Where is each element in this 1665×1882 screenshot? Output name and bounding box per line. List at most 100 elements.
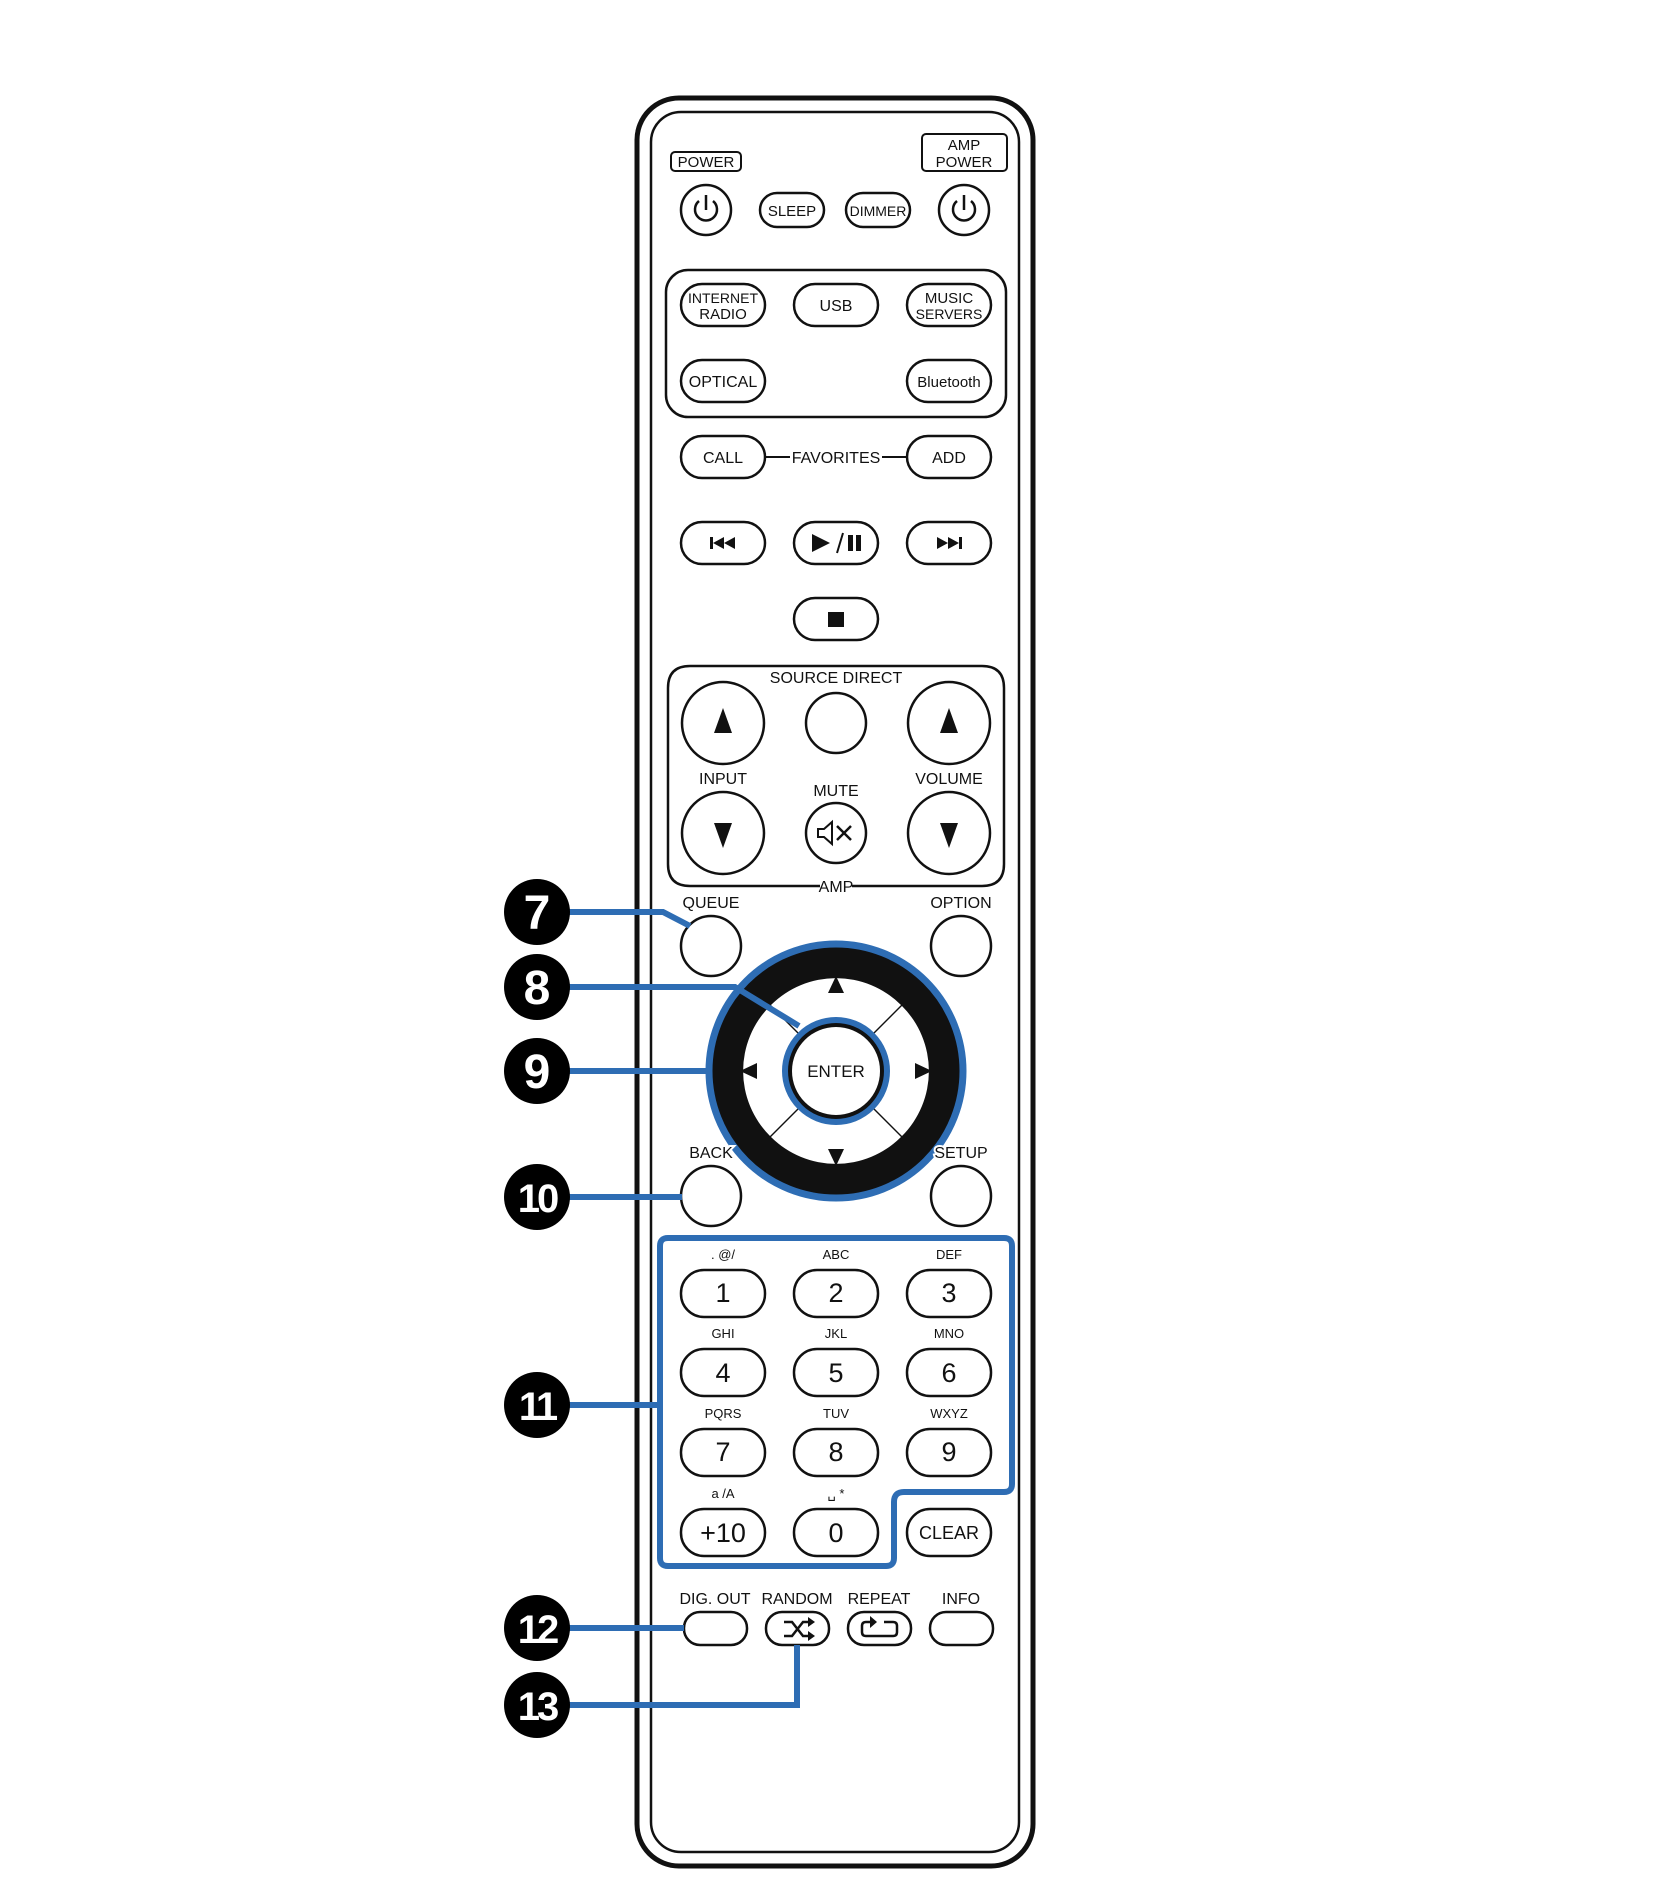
favorites-call-button[interactable]: CALL [679, 434, 767, 480]
random-button[interactable] [764, 1610, 831, 1647]
callout-9: 9 [504, 1038, 570, 1104]
stop-icon [828, 612, 844, 627]
svg-text:AMP: AMP [948, 137, 981, 154]
source-direct-label: SOURCE DIRECT [770, 670, 903, 687]
arrow-down-icon [714, 823, 732, 848]
input-down-button[interactable] [680, 790, 766, 876]
svg-text:8: 8 [828, 1437, 843, 1467]
keypad-key[interactable]: TUV 8 [792, 1406, 880, 1478]
info-button[interactable] [928, 1610, 995, 1647]
keypad-key[interactable]: a /A +10 [679, 1486, 767, 1558]
svg-text:Bluetooth: Bluetooth [917, 374, 980, 391]
svg-text:ABC: ABC [823, 1247, 850, 1262]
queue-button[interactable] [679, 914, 743, 978]
arrow-up-icon [828, 976, 844, 993]
volume-down-button[interactable] [906, 790, 992, 876]
sleep-button[interactable]: SLEEP [758, 191, 826, 229]
favorites-label: FAVORITES [792, 450, 881, 467]
svg-text:␣ *: ␣ * [828, 1486, 845, 1501]
favorites-add-button[interactable]: ADD [905, 434, 993, 480]
volume-up-button[interactable] [906, 680, 992, 766]
svg-text:SLEEP: SLEEP [768, 203, 816, 220]
keypad-key[interactable]: . @/ 1 [679, 1247, 767, 1319]
shuffle-icon [784, 1617, 815, 1641]
dig-out-button[interactable] [682, 1610, 749, 1647]
svg-text:OPTICAL: OPTICAL [689, 374, 758, 391]
usb-button[interactable]: USB [792, 282, 880, 328]
svg-text:6: 6 [941, 1358, 956, 1388]
svg-text:POWER: POWER [678, 154, 735, 171]
play-pause-icon [812, 532, 861, 554]
setup-button[interactable] [929, 1164, 993, 1228]
input-up-button[interactable] [680, 680, 766, 766]
queue-label: QUEUE [683, 895, 740, 912]
svg-text:+10: +10 [700, 1518, 746, 1548]
repeat-button[interactable] [846, 1610, 913, 1647]
previous-button[interactable] [679, 520, 767, 566]
internet-radio-button[interactable]: INTERNET RADIO [679, 282, 767, 328]
svg-text:13: 13 [518, 1685, 558, 1729]
svg-text:8: 8 [524, 962, 551, 1015]
svg-text:7: 7 [715, 1437, 730, 1467]
svg-text:9: 9 [941, 1437, 956, 1467]
svg-text:12: 12 [518, 1608, 558, 1652]
keypad-highlight [657, 1235, 1015, 1569]
svg-text:DIMMER: DIMMER [850, 203, 907, 219]
mute-icon [817, 819, 852, 847]
source-direct-button[interactable] [804, 691, 868, 755]
skip-previous-icon [710, 537, 735, 549]
cursor-up-button[interactable] [771, 976, 901, 1036]
mute-button[interactable] [804, 801, 868, 865]
callout-13: 13 [504, 1672, 570, 1738]
keypad-key[interactable]: WXYZ 9 [905, 1406, 993, 1478]
keypad-key[interactable]: ␣ * 0 [792, 1486, 880, 1558]
dimmer-button[interactable]: DIMMER [844, 191, 912, 229]
dig-out-label: DIG. OUT [679, 1591, 750, 1608]
option-label: OPTION [930, 895, 991, 912]
svg-text:a /A: a /A [711, 1486, 734, 1501]
svg-text:0: 0 [828, 1518, 843, 1548]
next-button[interactable] [905, 520, 993, 566]
amp-power-label: AMP POWER [921, 133, 1008, 172]
keypad-key[interactable]: JKL 5 [792, 1326, 880, 1398]
enter-button[interactable]: ENTER [792, 1027, 880, 1115]
play-pause-button[interactable] [792, 520, 880, 566]
optical-button[interactable]: OPTICAL [679, 358, 767, 404]
callout-leaders [565, 909, 801, 1708]
power-button[interactable] [679, 183, 733, 237]
cursor-down-button[interactable] [771, 1106, 901, 1166]
amp-power-button[interactable] [937, 183, 991, 237]
mute-label: MUTE [813, 783, 858, 800]
arrow-up-icon [714, 708, 732, 733]
music-servers-button[interactable]: MUSIC SERVERS [905, 282, 993, 328]
svg-text:4: 4 [715, 1358, 730, 1388]
cursor-right-button[interactable] [871, 1006, 932, 1136]
input-label: INPUT [699, 771, 747, 788]
callout-8: 8 [504, 954, 570, 1020]
svg-text:MUSIC: MUSIC [925, 290, 974, 307]
stop-button[interactable] [792, 596, 880, 642]
option-button[interactable] [929, 914, 993, 978]
back-label: BACK [689, 1145, 733, 1162]
bluetooth-button[interactable]: Bluetooth [905, 358, 993, 404]
power-label: POWER [670, 151, 742, 172]
keypad-key[interactable]: ABC 2 [792, 1247, 880, 1319]
arrow-right-icon [915, 1063, 932, 1079]
clear-button[interactable]: CLEAR [905, 1507, 993, 1558]
keypad-key[interactable]: DEF 3 [905, 1247, 993, 1319]
callout-11: 11 [504, 1372, 570, 1438]
svg-text:TUV: TUV [823, 1406, 849, 1421]
keypad-key[interactable]: GHI 4 [679, 1326, 767, 1398]
amp-label: AMP [819, 879, 854, 896]
cursor-left-button[interactable] [740, 1006, 801, 1136]
skip-next-icon [937, 537, 962, 549]
arrow-down-icon [828, 1149, 844, 1166]
back-button[interactable] [679, 1164, 743, 1228]
svg-text:POWER: POWER [936, 154, 993, 171]
keypad-key[interactable]: PQRS 7 [679, 1406, 767, 1478]
svg-text:ADD: ADD [932, 450, 966, 467]
svg-text:DEF: DEF [936, 1247, 962, 1262]
keypad-key[interactable]: MNO 6 [905, 1326, 993, 1398]
svg-text:ENTER: ENTER [807, 1062, 865, 1081]
svg-text:INTERNET: INTERNET [688, 290, 758, 306]
